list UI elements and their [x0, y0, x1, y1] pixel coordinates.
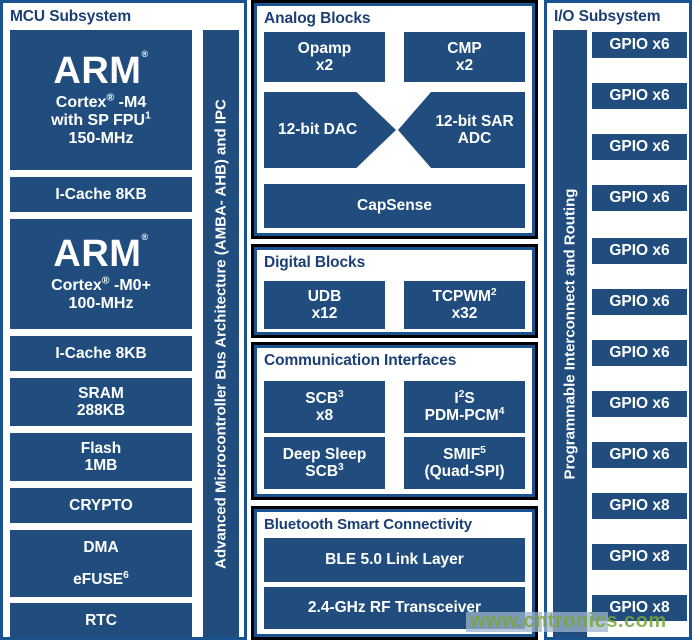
gpio-9-label: GPIO x6 — [609, 446, 670, 464]
deep-sleep-line2: SCB3 — [305, 461, 344, 480]
arm-logo-m0plus: ARM® — [53, 232, 149, 276]
gpio-7-label: GPIO x6 — [609, 344, 670, 362]
block-gpio-10: GPIO x8 — [592, 493, 687, 519]
i2s-line1: I2S — [454, 388, 475, 407]
opamp-line1: Opamp — [297, 39, 352, 57]
adc-line2: ADC — [457, 130, 492, 147]
block-cortex-m4: ARM® Cortex® -M4 with SP FPU1 150-MHz — [10, 30, 192, 170]
ble-label: BLE 5.0 Link Layer — [325, 551, 464, 569]
block-deep-sleep-scb: Deep Sleep SCB3 — [264, 437, 385, 489]
programmable-interconnect-label: Programmable Interconnect and Routing — [561, 188, 579, 479]
cmp-line1: CMP — [447, 39, 482, 57]
block-gpio-11: GPIO x8 — [592, 544, 687, 570]
gpio-2-label: GPIO x6 — [609, 87, 670, 105]
gpio-1-label: GPIO x6 — [609, 36, 670, 54]
block-rtc: RTC — [10, 603, 192, 638]
watermark-backdrop-2 — [544, 612, 608, 632]
tcpwm-line2: x32 — [451, 305, 478, 322]
analog-blocks-title: Analog Blocks — [264, 10, 371, 27]
deep-sleep-line1: Deep Sleep — [282, 445, 367, 463]
block-gpio-2: GPIO x6 — [592, 83, 687, 109]
block-scb: SCB3 x8 — [264, 381, 385, 433]
bus-architecture-bar: Advanced Microcontroller Bus Architectur… — [203, 30, 239, 637]
gpio-11-label: GPIO x8 — [609, 548, 670, 566]
flash-line1: Flash — [80, 439, 122, 457]
cortex-m4-line3: 150-MHz — [68, 129, 134, 147]
block-sram: SRAM 288KB — [10, 378, 192, 426]
crypto-label: CRYPTO — [69, 496, 133, 514]
scb-line1: SCB3 — [305, 388, 344, 407]
gpio-5-label: GPIO x6 — [609, 242, 670, 260]
block-flash: Flash 1MB — [10, 433, 192, 481]
programmable-interconnect-bar: Programmable Interconnect and Routing — [553, 30, 587, 637]
rf-transceiver-label: 2.4-GHz RF Transceiver — [307, 599, 482, 617]
communication-interfaces-title: Communication Interfaces — [264, 352, 457, 369]
block-gpio-7: GPIO x6 — [592, 340, 687, 366]
udb-line1: UDB — [307, 287, 342, 305]
block-efuse: eFUSE6 — [10, 562, 192, 597]
cortex-m0plus-line2: 100-MHz — [68, 295, 134, 312]
gpio-12-label: GPIO x8 — [609, 599, 670, 617]
opamp-line2: x2 — [315, 57, 334, 74]
gpio-6-label: GPIO x6 — [609, 293, 670, 311]
i2s-line2: PDM-PCM4 — [424, 405, 505, 424]
block-gpio-3: GPIO x6 — [592, 134, 687, 160]
icache-2-label: I-Cache 8KB — [55, 344, 147, 362]
cortex-m4-line2: with SP FPU1 — [51, 109, 151, 130]
block-smif: SMIF5 (Quad-SPI) — [404, 437, 525, 489]
tcpwm-line1: TCPWM2 — [432, 286, 497, 305]
icache-1-label: I-Cache 8KB — [55, 185, 147, 203]
block-cmp: CMP x2 — [404, 32, 525, 82]
block-ble-link-layer: BLE 5.0 Link Layer — [264, 538, 525, 582]
block-i2s-pdm-pcm: I2S PDM-PCM4 — [404, 381, 525, 433]
adc-line1: 12-bit SAR — [435, 112, 514, 130]
block-udb: UDB x12 — [264, 281, 385, 329]
block-tcpwm: TCPWM2 x32 — [404, 281, 525, 329]
cortex-m4-line1: Cortex® -M4 — [55, 91, 147, 112]
io-subsystem-title: I/O Subsystem — [554, 8, 661, 25]
block-gpio-9: GPIO x6 — [592, 442, 687, 468]
block-crypto: CRYPTO — [10, 488, 192, 523]
cortex-m0plus-line1: Cortex® -M0+ — [51, 274, 151, 295]
block-gpio-5: GPIO x6 — [592, 238, 687, 264]
sram-line1: SRAM — [78, 384, 124, 402]
gpio-4-label: GPIO x6 — [609, 189, 670, 207]
rtc-label: RTC — [85, 611, 117, 629]
block-opamp: Opamp x2 — [264, 32, 385, 82]
capsense-label: CapSense — [357, 197, 432, 215]
mcu-subsystem-title: MCU Subsystem — [10, 8, 132, 25]
smif-line1: SMIF5 — [443, 444, 486, 463]
block-icache-1: I-Cache 8KB — [10, 177, 192, 212]
watermark-backdrop — [466, 612, 542, 632]
sram-line2: 288KB — [76, 402, 126, 419]
block-gpio-6: GPIO x6 — [592, 289, 687, 315]
dac-label: 12-bit DAC — [278, 121, 358, 138]
bluetooth-title: Bluetooth Smart Connectivity — [264, 516, 473, 533]
efuse-label: eFUSE6 — [73, 569, 129, 588]
udb-line2: x12 — [311, 305, 338, 322]
cmp-line2: x2 — [455, 57, 474, 74]
block-capsense: CapSense — [264, 184, 525, 228]
block-dma: DMA — [10, 530, 192, 565]
arm-logo-m4: ARM® — [53, 49, 149, 93]
digital-blocks-title: Digital Blocks — [264, 254, 366, 271]
bus-architecture-label: Advanced Microcontroller Bus Architectur… — [212, 98, 230, 569]
block-cortex-m0plus: ARM® Cortex® -M0+ 100-MHz — [10, 219, 192, 329]
smif-line2: (Quad-SPI) — [424, 463, 505, 480]
block-gpio-4: GPIO x6 — [592, 185, 687, 211]
gpio-3-label: GPIO x6 — [609, 138, 670, 156]
gpio-8-label: GPIO x6 — [609, 395, 670, 413]
block-gpio-1: GPIO x6 — [592, 32, 687, 58]
watermark: www.cntronics.com — [470, 610, 667, 632]
flash-line2: 1MB — [84, 457, 118, 474]
gpio-10-label: GPIO x8 — [609, 497, 670, 515]
scb-line2: x8 — [315, 407, 334, 424]
block-gpio-8: GPIO x6 — [592, 391, 687, 417]
dma-label: DMA — [83, 538, 119, 556]
block-icache-2: I-Cache 8KB — [10, 336, 192, 371]
